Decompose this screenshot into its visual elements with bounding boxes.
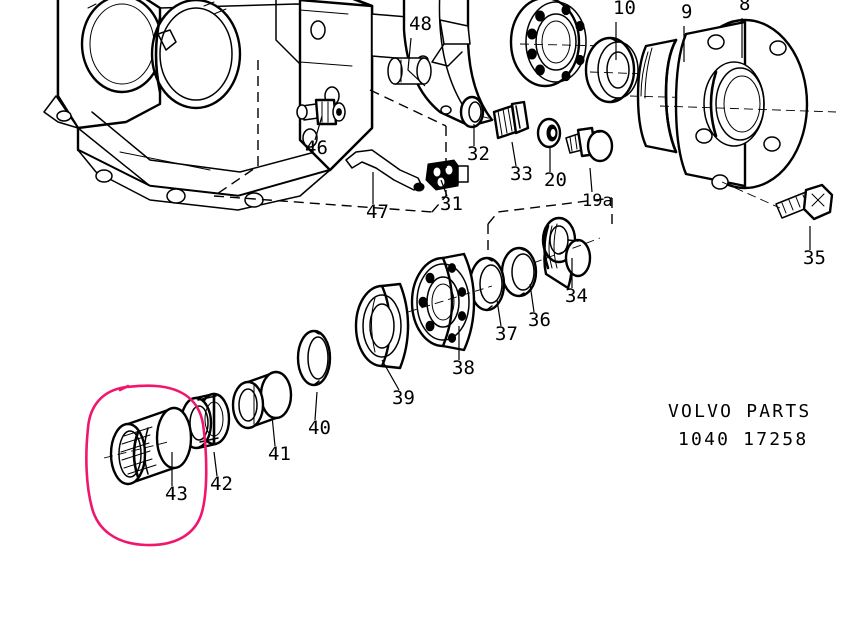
part-number-34: 34 xyxy=(565,285,588,307)
leader-line-42 xyxy=(213,451,218,477)
leader-line-48 xyxy=(407,37,426,87)
callout-39: 39 xyxy=(381,359,415,409)
callout-37: 37 xyxy=(495,299,518,345)
part-number-31: 31 xyxy=(440,193,463,215)
part-10-oil-seal xyxy=(584,36,649,104)
part-number-38: 38 xyxy=(452,357,475,379)
callout-33: 33 xyxy=(510,141,533,185)
part-number-37: 37 xyxy=(495,323,518,345)
part-39-bearing-race xyxy=(354,282,410,370)
callout-34: 34 xyxy=(565,258,588,307)
part-40-thrust-washer xyxy=(296,329,332,387)
part-number-48: 48 xyxy=(409,13,432,35)
part-41-spacer-sleeve xyxy=(231,370,293,430)
part-38-ball-bearing xyxy=(407,252,493,352)
leader-line-19a xyxy=(589,167,593,193)
brand-block: VOLVO PARTS 1040 17258 xyxy=(668,398,811,454)
callout-38: 38 xyxy=(452,326,475,379)
part-number-20: 20 xyxy=(544,169,567,191)
part-number-33: 33 xyxy=(510,163,533,185)
leader-line-36 xyxy=(529,283,535,313)
leader-line-41 xyxy=(271,415,276,447)
part-number-39: 39 xyxy=(392,387,415,409)
part-ball-bearing-upper xyxy=(509,0,607,88)
part-number-35: 35 xyxy=(803,247,826,269)
part-32-washer xyxy=(459,95,485,129)
leader-line-46 xyxy=(314,115,323,141)
part-number-42: 42 xyxy=(210,473,233,495)
part-number-8: 8 xyxy=(739,0,750,15)
part-48-sleeve-pin xyxy=(387,57,432,85)
part-19a-plug xyxy=(565,126,614,163)
callout-46: 46 xyxy=(305,115,328,159)
part-20-sealing-washer xyxy=(536,117,562,149)
part-number-10: 10 xyxy=(613,0,636,19)
part-46-switch xyxy=(296,98,346,126)
leader-line-31 xyxy=(440,179,448,197)
part-8-drive-flange xyxy=(659,18,837,190)
callout-48: 48 xyxy=(407,13,432,87)
part-number-43: 43 xyxy=(165,483,188,505)
callout-20: 20 xyxy=(544,148,567,191)
brand-line-1: VOLVO PARTS xyxy=(668,401,812,422)
part-47-selector-rod xyxy=(345,149,425,192)
callout-19a: 19a xyxy=(582,167,613,211)
part-number-9: 9 xyxy=(681,1,692,23)
callout-47: 47 xyxy=(366,172,389,223)
part-43-needle-bearing xyxy=(103,406,193,486)
callout-41: 41 xyxy=(268,415,291,465)
part-34-sleeve xyxy=(519,216,601,290)
part-number-32: 32 xyxy=(467,143,490,165)
callout-40: 40 xyxy=(308,391,331,439)
leader-line-39 xyxy=(381,359,400,391)
assembly-guide-lines xyxy=(213,60,613,256)
part-number-40: 40 xyxy=(308,417,331,439)
part-gearbox-housing xyxy=(43,0,431,211)
callout-35: 35 xyxy=(803,226,826,269)
callout-42: 42 xyxy=(210,451,233,495)
part-number-41: 41 xyxy=(268,443,291,465)
callout-layer: 48 10 9 8 46 32 33 20 19a 31 47 35 34 36 37 38 39 40 41 42 4… xyxy=(165,0,826,505)
part-number-19a: 19a xyxy=(582,191,613,211)
part-number-46: 46 xyxy=(305,137,328,159)
callout-10: 10 xyxy=(613,0,636,60)
part-33-threaded-plug xyxy=(479,100,530,140)
part-35-flange-bolt xyxy=(721,181,834,221)
callout-9: 9 xyxy=(681,1,692,62)
part-number-36: 36 xyxy=(528,309,551,331)
leader-line-33 xyxy=(511,141,517,167)
part-37-shim xyxy=(468,256,506,312)
leader-line-37 xyxy=(496,299,502,327)
leader-line-40 xyxy=(314,391,318,421)
part-rear-cover xyxy=(402,0,494,128)
callout-43: 43 xyxy=(165,452,188,505)
annotation-circle xyxy=(85,384,208,547)
callout-8: 8 xyxy=(739,0,750,58)
part-number-47: 47 xyxy=(366,201,389,223)
part-31-bracket xyxy=(425,159,469,191)
callout-32: 32 xyxy=(467,124,490,165)
callout-31: 31 xyxy=(440,179,463,215)
brand-line-2: 1040 17258 xyxy=(678,429,809,450)
callout-36: 36 xyxy=(528,283,551,331)
